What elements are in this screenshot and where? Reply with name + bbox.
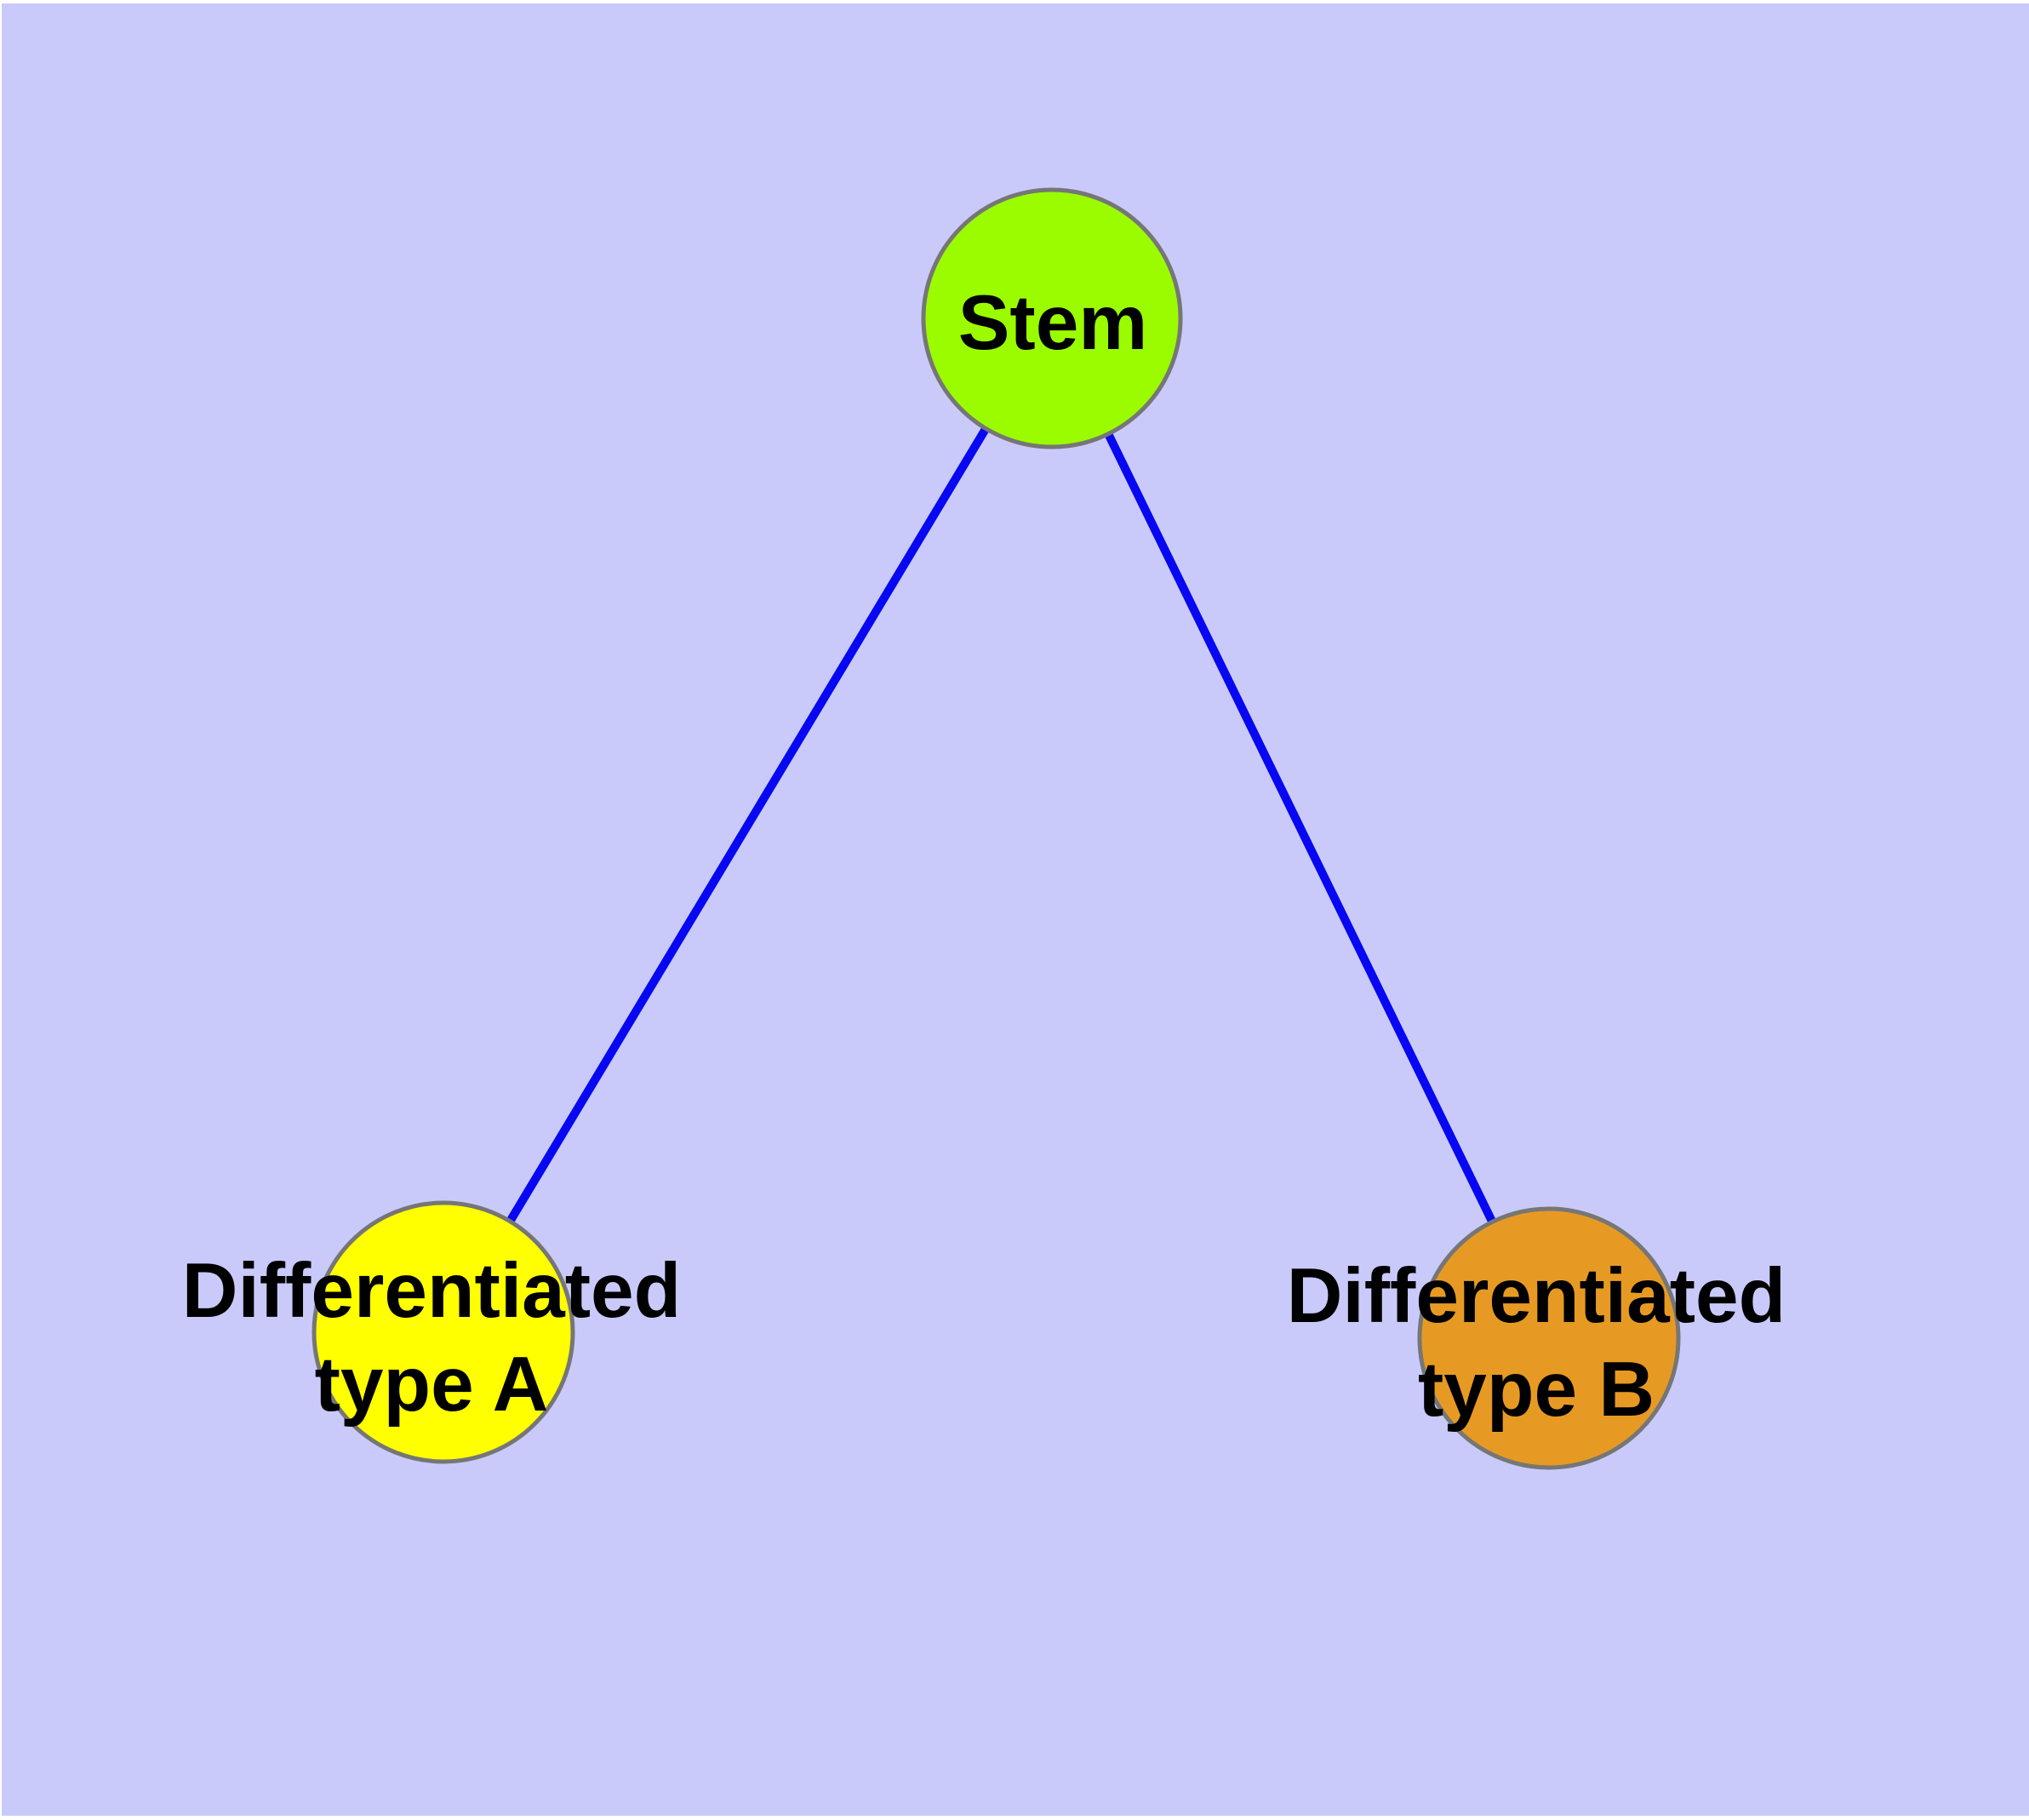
edge-stem-to-type-b — [1048, 316, 1553, 1341]
label-group: Stem Differentiated type A Differentiate… — [182, 280, 1786, 1433]
node-stem — [921, 187, 1183, 449]
node-type-b-label-line1: Differentiated — [1287, 1253, 1786, 1339]
node-differentiated-type-a — [311, 1200, 575, 1464]
node-group — [311, 187, 1681, 1470]
node-type-a-label-line2: type A — [315, 1342, 549, 1428]
edge-stem-to-type-a — [439, 316, 1056, 1335]
node-type-b-label-line2: type B — [1418, 1347, 1655, 1433]
edge-group — [439, 316, 1553, 1341]
node-stem-label: Stem — [958, 280, 1148, 366]
node-type-a-label-line1: Differentiated — [182, 1248, 682, 1334]
node-differentiated-type-b — [1417, 1206, 1681, 1470]
